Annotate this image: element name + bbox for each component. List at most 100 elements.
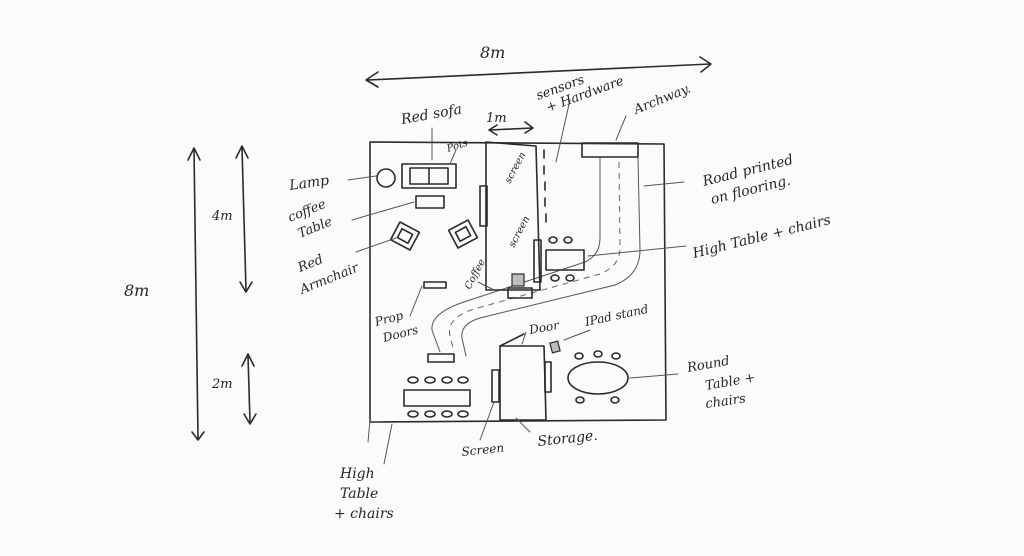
storage-side-panel — [544, 361, 552, 393]
chair-icon — [407, 376, 419, 384]
road-edge-inner — [431, 157, 601, 353]
chair-icon — [574, 352, 584, 360]
section-bottom-arrow-head-bottom — [243, 413, 257, 425]
chair-icon — [611, 352, 621, 360]
storage-block — [491, 333, 561, 421]
screen-mid-label: screen — [507, 214, 533, 249]
archway-label: Archway. — [631, 81, 693, 118]
lounge-area — [376, 163, 479, 251]
chair-icon — [610, 396, 620, 404]
leader-high-table-right — [587, 245, 687, 257]
screen-mid-panel — [533, 239, 542, 283]
door-label: Door — [527, 318, 561, 337]
chair-icon — [457, 410, 469, 418]
armchair-seat — [396, 227, 414, 245]
high-table-bottom-label-line1: High — [339, 466, 375, 482]
chair-icon — [424, 410, 436, 418]
chair-icon — [407, 410, 419, 418]
chair-icon — [457, 376, 469, 384]
road-edge-outer — [461, 157, 641, 357]
width-arrow-head-left — [365, 71, 379, 88]
central-block-body — [485, 141, 541, 291]
leader-high-table-bottom — [383, 423, 393, 465]
high-table-right-label: High Table + chairs — [690, 212, 832, 262]
ipad-stand-label: IPad stand — [583, 302, 650, 329]
height-arrow-head-top — [187, 147, 201, 161]
red-sofa-icon — [401, 163, 457, 189]
section-top-label: 4m — [211, 209, 233, 224]
leader-screen-bottom — [479, 401, 495, 441]
high-table-bottom-top — [403, 389, 471, 407]
screen-top-panel — [479, 185, 488, 227]
high-table-bottom — [403, 376, 471, 418]
red-armchair-label-line1: Red — [295, 252, 325, 276]
leader-archway — [615, 115, 627, 141]
leader-round-table — [629, 373, 679, 379]
chair-icon — [550, 274, 560, 282]
room-walls — [369, 141, 667, 423]
red-armchair-right-icon — [447, 219, 479, 249]
coffee-table-icon — [415, 195, 445, 209]
armchair-frame — [389, 221, 421, 251]
chair-icon — [575, 396, 585, 404]
screen-top-label: screen — [503, 150, 529, 185]
round-table-label-line2: Table + — [704, 370, 756, 394]
sofa-frame — [401, 163, 457, 189]
dimension-arrows — [187, 56, 712, 441]
leader-lamp — [347, 175, 377, 181]
armchair-frame — [447, 219, 479, 249]
leader-pots — [449, 149, 457, 165]
room-outline — [367, 141, 667, 443]
leader-storage — [515, 417, 531, 433]
room-edge-mark — [367, 419, 371, 443]
height-label: 8m — [124, 281, 149, 300]
section-top-arrow-line — [241, 147, 247, 291]
road-path — [431, 157, 641, 357]
screen-bottom-panel — [491, 369, 500, 403]
leader-lines — [347, 99, 687, 465]
coffee-label: Coffee — [463, 257, 488, 291]
chair-icon — [424, 376, 436, 384]
chair-icon — [565, 274, 575, 282]
storage-door-swing — [499, 333, 525, 347]
leader-ipad-stand — [563, 329, 591, 341]
leader-sensors — [555, 99, 571, 163]
red-sofa-label: Red sofa — [399, 102, 463, 129]
round-table-label-line1: Round — [685, 354, 731, 376]
round-table-label-line3: chairs — [704, 391, 746, 412]
road-centre-line — [449, 161, 621, 353]
width-arrow-head-right — [699, 56, 712, 73]
section-bottom-label: 2m — [211, 377, 233, 392]
block-width-label: 1m — [486, 111, 507, 126]
height-arrow-head-bottom — [191, 431, 205, 441]
section-bottom-arrow-line — [247, 355, 251, 423]
prop-door-top — [423, 281, 447, 289]
section-bottom-arrow-head-top — [241, 353, 255, 367]
high-table-bottom-label-line3: + chairs — [334, 506, 394, 522]
chair-icon — [593, 350, 603, 358]
coffee-counter — [507, 287, 533, 299]
lamp-label: Lamp — [287, 173, 330, 195]
block-width-arrow-head-right — [524, 121, 534, 134]
block-width-arrow-line — [489, 127, 533, 131]
leader-door — [521, 331, 527, 345]
leader-coffee — [477, 281, 495, 291]
high-table-right — [545, 236, 585, 282]
section-top-arrow-head-bottom — [239, 281, 253, 293]
central-block — [479, 141, 547, 299]
chair-icon — [548, 236, 558, 244]
chair-icon — [563, 236, 573, 244]
block-width-arrow-head-left — [488, 124, 498, 136]
width-label: 8m — [480, 43, 505, 62]
chair-icon — [441, 410, 453, 418]
armchair-seat — [454, 225, 472, 243]
leader-red-armchair — [355, 237, 397, 253]
high-table-bottom-label-line2: Table — [340, 486, 378, 502]
leader-prop-doors — [409, 285, 423, 317]
lamp-icon — [376, 168, 396, 188]
round-table — [567, 350, 629, 404]
storage-body — [499, 345, 547, 421]
sensor-dots — [543, 149, 547, 223]
